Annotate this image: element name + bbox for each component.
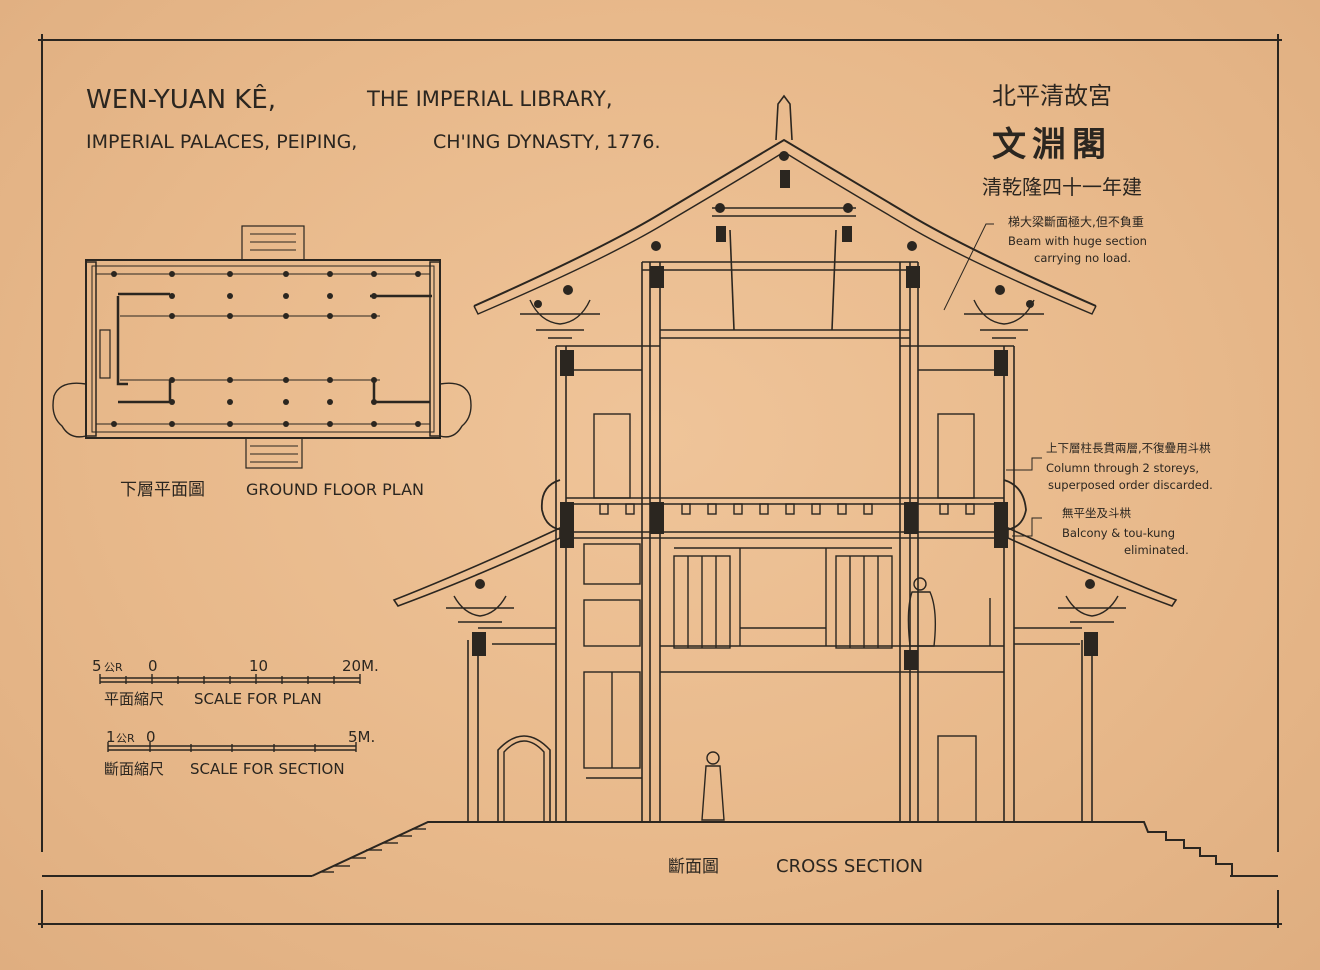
- section-label-zh: 斷面圖: [668, 857, 719, 877]
- scale-plan-tick-20: 20M.: [342, 657, 379, 675]
- ground-floor-plan: [52, 225, 472, 469]
- title-en-dynasty: CH'ING DYNASTY, 1776.: [433, 131, 661, 153]
- scale-plan-tick-sub: 公R: [104, 661, 123, 674]
- scale-plan-tick-0: 0: [148, 657, 158, 675]
- note-balcony: 無平坐及斗栱 Balcony & tou-kung eliminated.: [1062, 506, 1189, 557]
- title-zh-date: 清乾隆四十一年建: [982, 175, 1142, 199]
- title-en-location: IMPERIAL PALACES, PEIPING,: [86, 131, 357, 153]
- note-balcony-en1: Balcony & tou-kung: [1062, 526, 1175, 540]
- note-beam: 梯大梁斷面極大,但不負重 Beam with huge section carr…: [1008, 214, 1147, 265]
- title-en-building: THE IMPERIAL LIBRARY,: [366, 87, 613, 111]
- human-figures: [701, 577, 937, 821]
- steps: [320, 828, 426, 873]
- scale-plan-tick-5: 5: [92, 657, 102, 675]
- section-nodes: [472, 151, 1098, 670]
- scale-for-section: 1 公R 0 5M. 斷面縮尺 SCALE FOR SECTION: [104, 728, 375, 778]
- scale-section-label-zh: 斷面縮尺: [104, 760, 164, 778]
- note-column-zh: 上下層柱長貫兩層,不復疊用斗栱: [1046, 441, 1211, 455]
- section-label-en: CROSS SECTION: [776, 856, 923, 877]
- plan-label-en: GROUND FLOOR PLAN: [246, 480, 424, 499]
- scale-section-label-en: SCALE FOR SECTION: [190, 760, 345, 778]
- openings: [497, 413, 991, 823]
- scale-section-bar: [107, 742, 357, 752]
- beams: [478, 207, 1082, 673]
- scale-section-tick-sub: 公R: [116, 732, 135, 745]
- scale-section-tick-5: 5M.: [348, 728, 375, 746]
- scale-plan-tick-10: 10: [249, 657, 268, 675]
- bracket-sets: [446, 299, 1126, 623]
- scale-plan-label-zh: 平面縮尺: [104, 690, 164, 708]
- border-frame: [38, 34, 1282, 928]
- plan-columns: [111, 271, 421, 427]
- note-beam-en1: Beam with huge section: [1008, 234, 1147, 248]
- cross-section: [311, 94, 1233, 877]
- note-beam-zh: 梯大梁斷面極大,但不負重: [1008, 214, 1144, 229]
- note-column-en1: Column through 2 storeys,: [1046, 461, 1199, 475]
- title-zh-name: 文淵閣: [992, 125, 1112, 165]
- scale-plan-label-en: SCALE FOR PLAN: [194, 690, 322, 708]
- note-balcony-en2: eliminated.: [1124, 543, 1189, 557]
- note-column-en2: superposed order discarded.: [1048, 478, 1213, 492]
- title-en-name: WEN-YUAN KÊ,: [86, 83, 276, 115]
- balcony-dentils: [599, 503, 975, 515]
- scale-for-plan: 5 公R 0 10 20M. 平面縮尺 SCALE FOR PLAN: [92, 657, 379, 708]
- leader-lines: [943, 223, 1042, 537]
- note-column: 上下層柱長貫兩層,不復疊用斗栱 Column through 2 storeys…: [1046, 441, 1213, 492]
- scale-plan-bar: [99, 674, 361, 684]
- columns: [467, 262, 1093, 822]
- note-balcony-zh: 無平坐及斗栱: [1062, 506, 1131, 520]
- note-beam-en2: carrying no load.: [1034, 251, 1131, 265]
- scale-section-tick-0: 0: [146, 728, 156, 746]
- plan-label-zh: 下層平面圖: [120, 480, 205, 500]
- title-zh-location: 北平清故宮: [992, 82, 1112, 110]
- scale-section-tick-1: 1: [106, 728, 116, 746]
